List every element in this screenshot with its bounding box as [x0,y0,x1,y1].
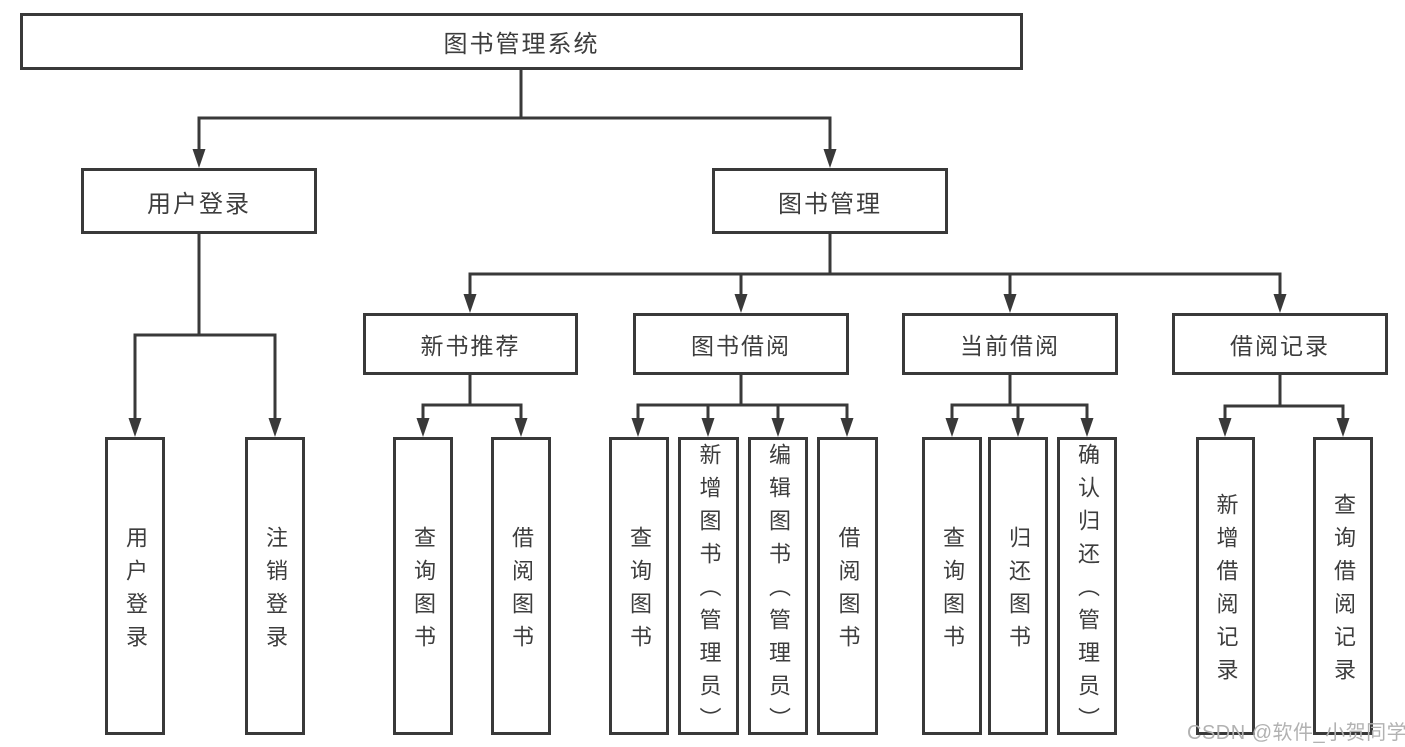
node-book-borrowing: 图书借阅 [633,313,849,375]
arrowhead-icon [416,418,430,437]
node-borrowing-records: 借阅记录 [1172,313,1388,375]
node-label: 注销登录 [263,525,288,658]
arrowhead-icon [514,418,528,437]
arrowhead-icon [734,294,748,313]
leaf-query-books-borrowing: 查询图书 [609,437,669,735]
leaf-edit-book-admin: 编辑图书（管理员） [748,437,808,740]
arrowhead-icon [1336,418,1350,437]
arrowhead-icon [945,418,959,437]
arrowhead-icon [268,418,282,437]
arrowhead-icon [128,418,142,437]
leaf-return-book: 归还图书 [988,437,1048,735]
leaf-add-borrow-record: 新增借阅记录 [1196,437,1255,735]
node-label: 查询图书 [627,525,652,658]
node-label: 图书管理 [778,190,882,218]
node-label: 图书管理系统 [443,31,600,58]
node-book-management: 图书管理 [712,168,948,234]
leaf-query-books-current: 查询图书 [922,437,982,735]
node-label: 查询借阅记录 [1331,492,1356,691]
leaf-borrow-books: 借阅图书 [817,437,878,735]
node-label: 查询图书 [411,525,436,658]
arrowhead-icon [463,294,477,313]
arrowhead-icon [1273,294,1287,313]
node-user-login: 用户登录 [81,168,317,234]
node-label: 借阅图书 [835,525,861,658]
arrowhead-icon [1080,418,1094,437]
node-label: 确认归还（管理员） [1075,443,1100,740]
node-label: 借阅图书 [509,525,534,658]
arrowhead-icon [840,418,854,437]
leaf-add-book-admin: 新增图书（管理员） [678,437,739,740]
node-root-library-system: 图书管理系统 [20,13,1023,70]
node-label: 当前借阅 [960,333,1060,359]
node-current-borrowing: 当前借阅 [902,313,1118,375]
arrowhead-icon [701,418,715,437]
node-new-book-recommend: 新书推荐 [363,313,578,375]
leaf-query-books-recommend: 查询图书 [393,437,453,735]
leaf-confirm-return-admin: 确认归还（管理员） [1057,437,1117,740]
leaf-borrow-books-recommend: 借阅图书 [491,437,551,735]
arrowhead-icon [1011,418,1025,437]
watermark: CSDN @软件_小贺同学 [1187,722,1405,744]
node-label: 用户登录 [123,525,148,658]
node-label: 编辑图书（管理员） [766,443,791,740]
node-label: 新增借阅记录 [1213,492,1239,691]
node-label: 查询图书 [940,525,965,658]
node-label: 新增图书（管理员） [696,443,722,740]
arrowhead-icon [823,149,837,168]
arrowhead-icon [192,149,206,168]
node-label: 新书推荐 [420,333,521,359]
arrowhead-icon [631,418,645,437]
node-label: 借阅记录 [1230,333,1330,359]
arrowhead-icon [771,418,785,437]
arrowhead-icon [1003,294,1017,313]
leaf-query-borrow-record: 查询借阅记录 [1313,437,1373,735]
node-label: 用户登录 [147,190,251,218]
arrowhead-icon [1218,418,1232,437]
leaf-logout: 注销登录 [245,437,305,735]
node-label: 图书借阅 [691,333,791,359]
leaf-user-login: 用户登录 [105,437,165,735]
node-label: 归还图书 [1006,525,1031,658]
